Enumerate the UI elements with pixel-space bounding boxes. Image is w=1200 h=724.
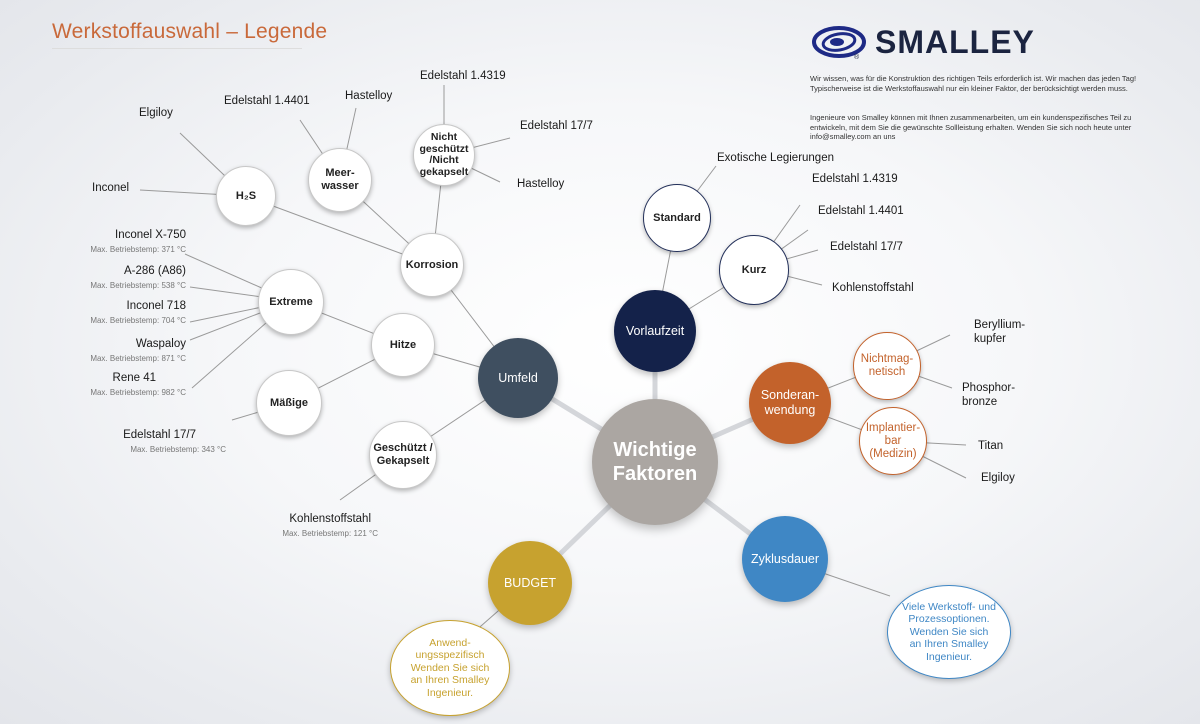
max-temp: Max. Betriebstemp: 371 °C [90,245,186,254]
logo-wordmark: SMALLEY [875,24,1035,60]
nichtmagnetisch-node: Nichtmag- netisch [853,332,921,400]
material-name: Waspaloy [135,338,186,350]
budget-node: BUDGET [488,541,572,625]
label-titan: Titan [978,440,1004,452]
material-name: Rene 41 [112,372,156,384]
material-name: Inconel X-750 [115,229,186,241]
smalley-logo: SMALLEY ® [812,22,1042,66]
maessige-node: Mäßige [256,370,322,436]
max-temp: Max. Betriebstemp: 704 °C [90,316,186,325]
registered-mark: ® [854,54,860,61]
label-beryllium: Beryllium- kupfer [974,319,1026,345]
implantierbar-node: Implantier- bar (Medizin) [859,407,927,475]
label-edelstahl-177-top: Edelstahl 17/7 [520,120,593,132]
geschuetzt-node: Geschützt / Gekapselt [369,421,437,489]
korrosion-node: Korrosion [400,233,464,297]
max-temp: Max. Betriebstemp: 121 °C [282,529,378,538]
max-temp: Max. Betriebstemp: 538 °C [90,281,186,290]
extreme-node: Extreme [258,269,324,335]
material-name: A-286 (A86) [123,265,186,277]
label-a286: A-286 (A86) Max. Betriebstemp: 538 °C [60,264,186,290]
label-hastelloy-top: Hastelloy [345,90,393,102]
standard-node: Standard [643,184,711,252]
label-exotische: Exotische Legierungen [717,152,834,164]
label-edelstahl-14401-right: Edelstahl 1.4401 [818,205,904,217]
label-elgiloy-right: Elgiloy [981,472,1015,484]
max-temp: Max. Betriebstemp: 871 °C [90,354,186,363]
vorlaufzeit-node: Vorlaufzeit [614,290,696,372]
smalley-logo-icon [812,26,866,58]
umfeld-node: Umfeld [478,338,558,418]
center-node: Wichtige Faktoren [592,399,718,525]
meerwasser-node: Meer- wasser [308,148,372,212]
label-hastelloy-mid: Hastelloy [517,178,565,190]
title-divider [52,48,302,49]
material-name: Kohlenstoffstahl [289,513,371,525]
material-name: Edelstahl 17/7 [123,429,196,441]
hitze-node: Hitze [371,313,435,377]
max-temp: Max. Betriebstemp: 343 °C [130,445,226,454]
nicht-geschuetzt-node: Nicht geschützt /Nicht gekapselt [413,124,475,186]
max-temp: Max. Betriebstemp: 982 °C [90,388,186,397]
zyklusdauer-note: Viele Werkstoff- und Prozessoptionen. We… [887,585,1011,679]
label-edelstahl-14319-right: Edelstahl 1.4319 [812,173,898,185]
label-phosphor: Phosphor- bronze [962,382,1016,408]
intro-paragraph-2: Ingenieure von Smalley können mit Ihnen … [810,113,1132,141]
label-kohlenstoff-right: Kohlenstoffstahl [832,282,914,294]
label-edelstahl-14319-top: Edelstahl 1.4319 [420,70,506,82]
page-title: Werkstoffauswahl – Legende [52,20,328,43]
label-rene41: Rene 41 Max. Betriebstemp: 982 °C [60,371,186,397]
label-elgiloy-top: Elgiloy [139,107,173,119]
label-edelstahl-14401-top: Edelstahl 1.4401 [224,95,310,107]
material-name: Inconel 718 [126,300,186,312]
zyklusdauer-node: Zyklusdauer [742,516,828,602]
sonderanwendung-node: Sonderan- wendung [749,362,831,444]
kurz-node: Kurz [719,235,789,305]
intro-paragraph-1: Wir wissen, was für die Konstruktion des… [810,74,1137,93]
h2s-node: H₂S [216,166,276,226]
label-edelstahl-177-right: Edelstahl 17/7 [830,241,903,253]
budget-note: Anwend- ungsspezifisch Wenden Sie sich a… [390,620,510,716]
label-inconel: Inconel [92,182,130,194]
